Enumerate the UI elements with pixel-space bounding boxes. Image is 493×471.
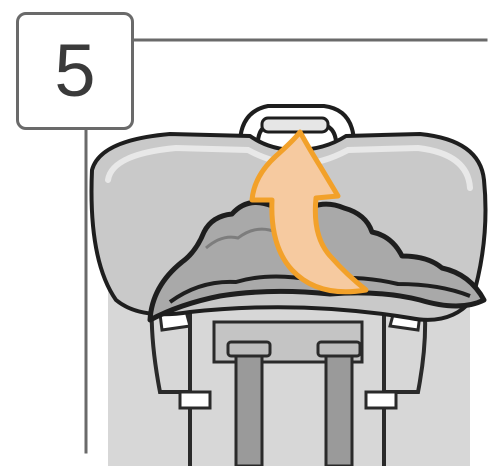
step-number: 5 bbox=[54, 34, 95, 108]
step-number-box: 5 bbox=[16, 12, 134, 130]
